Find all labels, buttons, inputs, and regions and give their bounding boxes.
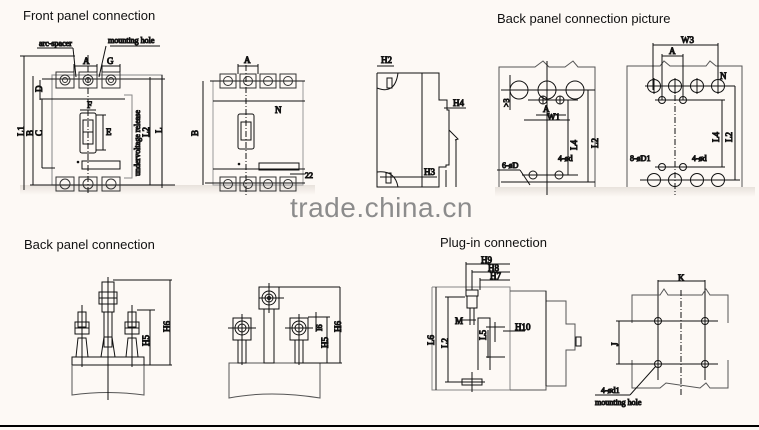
dim-D: D	[34, 85, 44, 92]
dim-L2-back4p: L2	[724, 132, 734, 142]
dim-G: G	[107, 56, 114, 66]
drawing-shadow	[20, 185, 315, 195]
dim-N-back4p: N	[720, 71, 727, 81]
dim-H4: H4	[453, 98, 464, 108]
dim-gt3: >3	[502, 98, 511, 107]
dim-H2: H2	[381, 55, 392, 65]
undervoltage-release-label: undervoltage release	[133, 110, 142, 176]
holes-D1-back4p: 8-øD1	[630, 154, 650, 163]
dim-H3: H3	[424, 167, 435, 177]
drawing-shadow	[495, 187, 755, 197]
dim-L5: L5	[478, 330, 488, 340]
mounting-hole-label-2: mounting hole	[595, 398, 642, 407]
back-panel-lug-drawing	[228, 283, 342, 399]
holes-d-back3p: 4-ød	[558, 154, 573, 163]
dim-F: F	[87, 100, 92, 110]
back-panel-stud-drawing	[71, 277, 172, 400]
dim-A-back3p: A	[543, 104, 550, 114]
plug-in-drawing	[431, 262, 582, 392]
back-panel-title: Back panel connection	[24, 237, 155, 252]
dim-J: J	[610, 342, 620, 346]
dim-A-back4p: A	[669, 46, 676, 56]
back-panel-picture-title: Back panel connection picture	[497, 11, 671, 26]
dim-L2-back3p: L2	[590, 138, 600, 148]
dim-22-4p: 22	[305, 171, 313, 180]
dim-A: A	[83, 56, 90, 66]
dim-L1: L1	[16, 126, 26, 136]
dim-K: K	[678, 273, 685, 283]
bottom-divider	[0, 425, 759, 427]
dim-H6-lug: H6	[333, 321, 343, 332]
dim-M: M	[455, 316, 463, 326]
dim-W3: W3	[681, 35, 694, 45]
dim-E: E	[106, 127, 112, 137]
mounting-hole-label: mounting hole	[108, 36, 155, 45]
dim-H5-lug: H5	[320, 337, 330, 348]
dim-L2: L2	[141, 127, 151, 137]
dim-H10: H10	[515, 322, 531, 332]
side-view-drawing	[376, 65, 466, 188]
dim-N-4p: N	[275, 105, 282, 115]
holes-d-back4p: 4-ød	[692, 154, 707, 163]
dim-L2-plug: L2	[440, 338, 450, 348]
arc-spacer-label: arc-spacer	[39, 39, 72, 48]
back-picture-4p-drawing	[626, 43, 743, 195]
back-picture-3p-drawing	[497, 60, 596, 195]
front-panel-title: Front panel connection	[23, 8, 156, 23]
dim-H6-stud: H6	[162, 321, 172, 332]
front-panel-4p-drawing	[202, 64, 305, 195]
dim-I6-lug: I6	[315, 324, 324, 331]
dim-L4-back4p: L4	[711, 132, 721, 142]
dim-L: L	[154, 128, 164, 134]
watermark: trade.china.cn	[290, 192, 473, 223]
dim-C: C	[34, 130, 44, 136]
dim-B-4p: B	[190, 130, 200, 136]
holes-D-back3p: 6-øD	[502, 161, 519, 170]
dim-H7: H7	[490, 271, 501, 281]
front-panel-3p-drawing	[20, 45, 175, 195]
dim-L6: L6	[426, 335, 436, 345]
dim-B: B	[25, 130, 35, 136]
mounting-holes-callout: 4-ød1	[601, 386, 620, 395]
dim-L4-back3p: L4	[569, 140, 579, 150]
dim-A-4p: A	[244, 55, 251, 65]
dim-H8: H8	[488, 263, 499, 273]
dim-H5-stud: H5	[141, 335, 151, 346]
mounting-pattern-drawing	[595, 280, 729, 396]
dim-H9: H9	[481, 255, 492, 265]
dim-W1: W1	[547, 112, 560, 122]
plug-in-title: Plug-in connection	[440, 235, 547, 250]
